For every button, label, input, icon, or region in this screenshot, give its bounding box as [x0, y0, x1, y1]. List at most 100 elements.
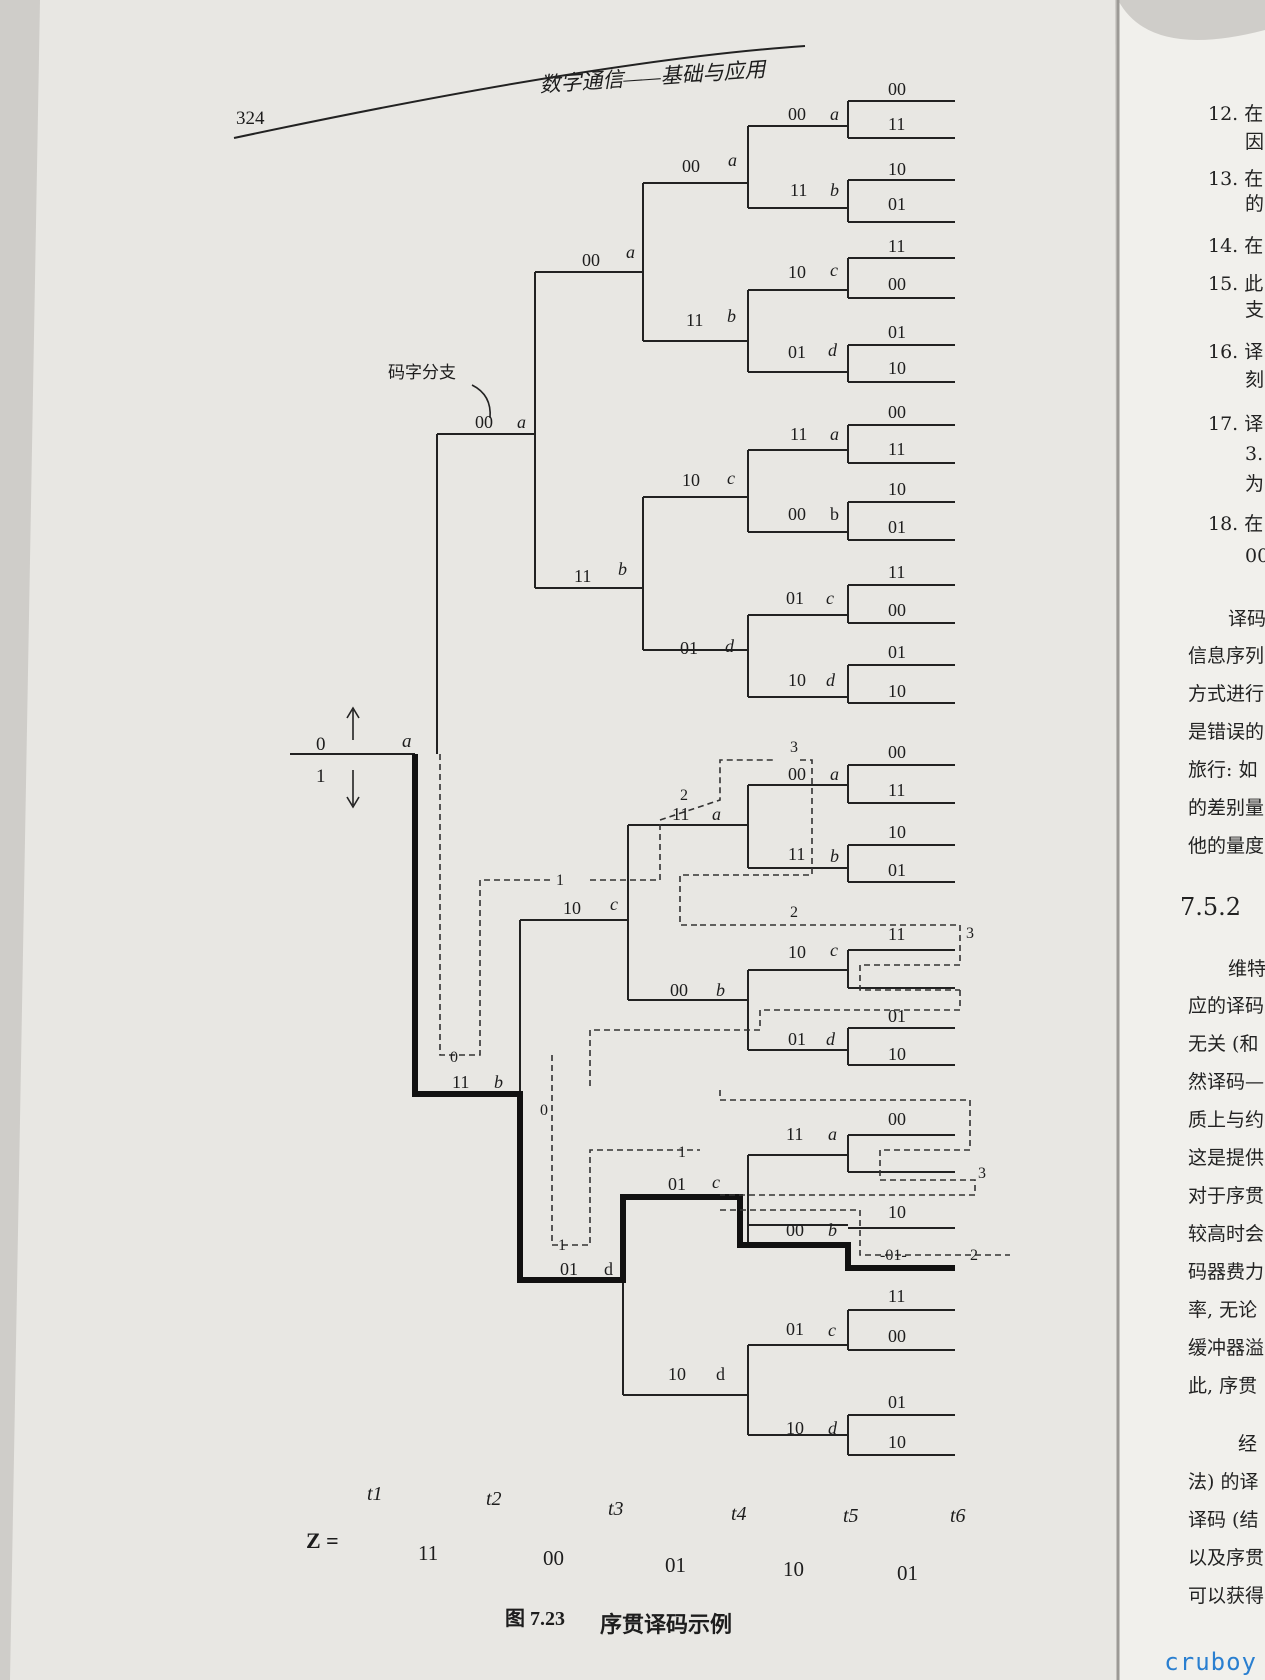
svg-text:质上与约: 质上与约: [1188, 1109, 1264, 1131]
svg-text:a: a: [712, 804, 721, 824]
svg-text:b: b: [727, 306, 736, 326]
svg-text:旅行: 如: 旅行: 如: [1188, 759, 1257, 781]
svg-text:10: 10: [888, 358, 906, 378]
search-step-numbers: 0 1 1 0 1 2 3 3 3 2 -01- 2: [450, 739, 986, 1264]
svg-text:b: b: [618, 559, 627, 579]
svg-text:因: 因: [1245, 131, 1264, 153]
svg-text:10: 10: [888, 822, 906, 842]
svg-text:01: 01: [786, 1319, 804, 1339]
svg-text:1: 1: [678, 1144, 686, 1161]
svg-text:10: 10: [888, 1432, 906, 1452]
svg-text:18. 在: 18. 在: [1208, 513, 1263, 535]
svg-text:t5: t5: [843, 1505, 859, 1527]
svg-text:0: 0: [540, 1102, 548, 1119]
svg-text:01: 01: [888, 860, 906, 880]
figure-number: 图 7.23: [505, 1607, 565, 1630]
svg-text:01: 01: [786, 588, 804, 608]
svg-text:01: 01: [680, 638, 698, 658]
svg-text:t3: t3: [608, 1498, 624, 1520]
svg-text:01: 01: [560, 1259, 578, 1279]
svg-text:01: 01: [668, 1174, 686, 1194]
svg-text:10: 10: [888, 1202, 906, 1222]
svg-text:较高时会: 较高时会: [1188, 1223, 1264, 1245]
svg-text:00: 00: [582, 250, 600, 270]
svg-text:01: 01: [888, 1006, 906, 1026]
svg-text:d: d: [716, 1364, 725, 1384]
svg-text:11: 11: [786, 1124, 803, 1144]
svg-text:b: b: [716, 980, 725, 1000]
svg-text:维特: 维特: [1228, 958, 1265, 980]
left-page: [10, 0, 1118, 1680]
right-page: [1118, 0, 1265, 1680]
svg-text:00: 00: [788, 104, 806, 124]
svg-text:a: a: [828, 1124, 837, 1144]
svg-text:译码 (结: 译码 (结: [1188, 1509, 1258, 1531]
svg-text:0: 0: [450, 1049, 458, 1066]
svg-text:00: 00: [1245, 545, 1265, 567]
svg-text:c: c: [830, 260, 838, 280]
svg-text:t4: t4: [731, 1503, 747, 1525]
svg-text:d: d: [828, 1418, 838, 1438]
svg-text:00: 00: [543, 1546, 564, 1570]
svg-text:c: c: [830, 940, 838, 960]
svg-text:他的量度: 他的量度: [1188, 835, 1264, 857]
svg-text:11: 11: [888, 236, 905, 256]
svg-text:00: 00: [888, 742, 906, 762]
annotation-arrow: [471, 384, 491, 419]
decoded-path: [412, 754, 955, 1283]
svg-text:7.5.2: 7.5.2: [1180, 893, 1241, 921]
svg-text:信息序列: 信息序列: [1188, 645, 1264, 667]
svg-text:00: 00: [788, 504, 806, 524]
figure-caption: 序贯译码示例: [600, 1612, 732, 1637]
svg-text:a: a: [830, 764, 839, 784]
svg-text:00: 00: [888, 1326, 906, 1346]
svg-text:b: b: [830, 504, 839, 524]
svg-text:b: b: [828, 1220, 837, 1240]
received-values: 11 00 01 10 01: [418, 1541, 918, 1585]
code-tree: [290, 100, 955, 1456]
svg-text:11: 11: [452, 1072, 469, 1092]
svg-text:11: 11: [574, 566, 591, 586]
svg-text:然译码—: 然译码—: [1188, 1071, 1264, 1093]
svg-text:00: 00: [888, 274, 906, 294]
svg-text:11: 11: [888, 1286, 905, 1306]
search-trace: [439, 754, 1010, 1256]
svg-text:这是提供: 这是提供: [1188, 1147, 1264, 1169]
svg-text:c: c: [610, 894, 618, 914]
input-axis: [346, 706, 360, 809]
svg-text:10: 10: [788, 942, 806, 962]
svg-text:率, 无论: 率, 无论: [1188, 1299, 1257, 1321]
svg-text:2: 2: [680, 787, 688, 804]
svg-text:以及序贯: 以及序贯: [1188, 1547, 1264, 1569]
svg-text:00: 00: [888, 1109, 906, 1129]
svg-text:c: c: [727, 468, 735, 488]
svg-text:11: 11: [888, 114, 905, 134]
svg-text:d: d: [604, 1259, 613, 1279]
svg-text:13. 在: 13. 在: [1208, 168, 1263, 190]
svg-text:c: c: [828, 1320, 836, 1340]
svg-text:16. 译: 16. 译: [1208, 341, 1263, 363]
svg-text:2: 2: [790, 904, 798, 921]
svg-text:01: 01: [888, 194, 906, 214]
svg-text:17. 译: 17. 译: [1208, 413, 1263, 435]
svg-text:14. 在: 14. 在: [1208, 235, 1263, 257]
svg-text:11: 11: [672, 804, 689, 824]
svg-text:缓冲器溢: 缓冲器溢: [1188, 1337, 1264, 1359]
svg-text:3: 3: [978, 1165, 986, 1182]
page-number: 324: [236, 108, 265, 129]
svg-text:00: 00: [682, 156, 700, 176]
svg-text:10: 10: [783, 1557, 804, 1581]
svg-text:11: 11: [888, 562, 905, 582]
svg-text:a: a: [728, 150, 737, 170]
svg-text:的差别量: 的差别量: [1188, 797, 1264, 819]
svg-text:11: 11: [686, 310, 703, 330]
svg-text:10: 10: [786, 1418, 804, 1438]
svg-text:00: 00: [888, 79, 906, 99]
svg-text:d: d: [826, 1029, 836, 1049]
svg-text:11: 11: [888, 924, 905, 944]
svg-text:3.: 3.: [1245, 443, 1263, 465]
svg-text:1: 1: [558, 1237, 566, 1254]
svg-text:3: 3: [790, 739, 798, 756]
svg-text:10: 10: [888, 479, 906, 499]
svg-text:a: a: [626, 242, 635, 262]
